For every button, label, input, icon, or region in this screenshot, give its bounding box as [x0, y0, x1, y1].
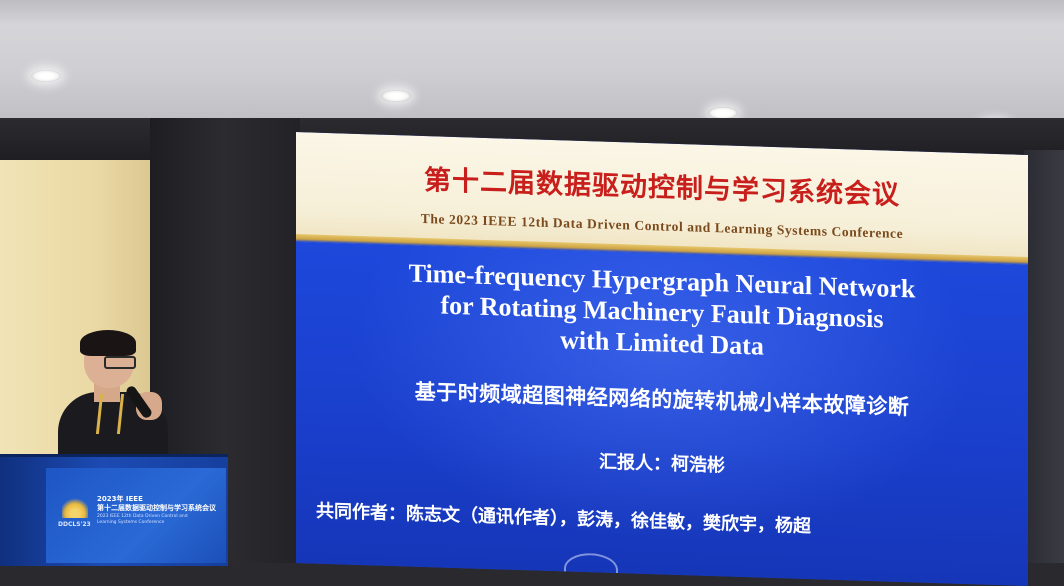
- ceiling-light: [708, 107, 738, 119]
- paper-title-en: Time-frequency Hypergraph Neural Network…: [296, 254, 1028, 370]
- wall-right: [1024, 150, 1064, 563]
- projection-screen: 第十二届数据驱动控制与学习系统会议 The 2023 IEEE 12th Dat…: [296, 132, 1028, 586]
- ceiling-light: [31, 70, 61, 82]
- presenter-line: 汇报人：柯浩彬: [599, 451, 725, 477]
- ceiling-light: [381, 90, 411, 102]
- podium-year: 2023年 IEEE: [97, 495, 143, 503]
- podium-conference-en: 2023 IEEE 12th Data Driven Control and L…: [97, 514, 188, 525]
- paper-title-cn: 基于时频域超图神经网络的旋转机械小样本故障诊断: [414, 379, 910, 420]
- glasses-icon: [104, 356, 136, 369]
- ceiling-beam: [0, 0, 1064, 26]
- podium-conference-cn: 第十二届数据驱动控制与学习系统会议: [97, 504, 216, 512]
- conference-title-cn: 第十二届数据驱动控制与学习系统会议: [424, 165, 900, 211]
- slide-body: Time-frequency Hypergraph Neural Network…: [296, 242, 1028, 586]
- lanyard: [95, 394, 125, 434]
- speaker-hair: [80, 330, 136, 356]
- conference-emblem-icon: [62, 496, 88, 518]
- coauthors-line: 共同作者：陈志文（通讯作者），彭涛，徐佳敏，樊欣宇，杨超: [316, 500, 811, 538]
- podium-brand: DDCLS'23: [58, 521, 91, 528]
- university-logo: [564, 552, 618, 586]
- ceiling: [0, 0, 1064, 128]
